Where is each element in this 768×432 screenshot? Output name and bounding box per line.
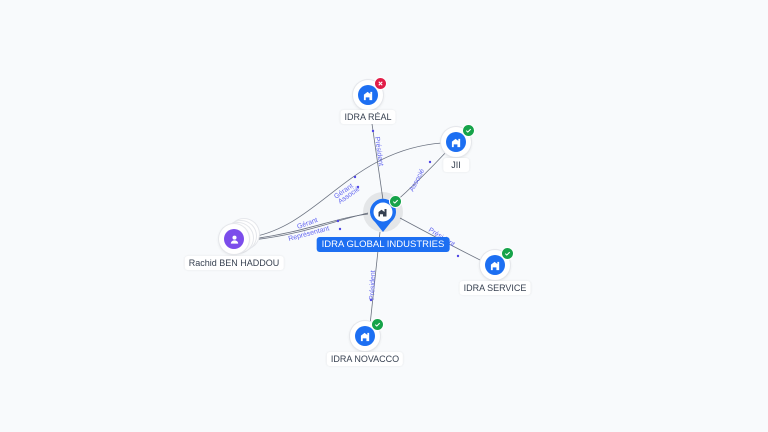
node-jii[interactable] (441, 124, 475, 157)
node-idra-novacco[interactable] (350, 318, 384, 351)
node-label-jii[interactable]: JII (443, 158, 469, 172)
node-circle[interactable] (480, 247, 514, 280)
building-icon (363, 91, 372, 100)
edge-center-idra-real (369, 109, 384, 201)
active-status-badge (501, 247, 514, 260)
check-icon (465, 128, 472, 133)
node-idra-real[interactable] (353, 77, 387, 110)
node-label-idra-novacco[interactable]: IDRA NOVACCO (326, 352, 404, 366)
person-icon (230, 235, 238, 244)
check-icon (392, 199, 399, 204)
node-label-idra-service[interactable]: IDRA SERVICE (459, 281, 531, 295)
edge-arrow (369, 298, 373, 302)
center-node-label[interactable]: IDRA GLOBAL INDUSTRIES (316, 237, 450, 252)
edge-arrow (356, 185, 360, 189)
building-icon (451, 138, 460, 147)
node-circle[interactable] (441, 124, 475, 157)
edge-arrow (371, 129, 375, 133)
node-label-rachid[interactable]: Rachid BEN HADDOU (184, 256, 284, 270)
node-label-idra-real[interactable]: IDRA RÉAL (340, 110, 396, 124)
node-circle[interactable] (353, 77, 387, 110)
building-icon (378, 209, 387, 217)
edge-label-idra-novacco: Président (369, 270, 377, 300)
active-status-badge (389, 195, 402, 208)
building-icon (490, 261, 499, 270)
building-icon (360, 332, 369, 341)
active-status-badge (371, 318, 384, 331)
map-pin-shape (370, 198, 396, 232)
check-icon (504, 251, 511, 256)
node-rachid[interactable] (219, 219, 259, 254)
check-icon (374, 322, 381, 327)
edge-label-idra-real: Président (373, 136, 384, 166)
node-idra-service[interactable] (480, 247, 514, 280)
edge-arrow (353, 175, 357, 179)
node-circle[interactable] (219, 224, 249, 254)
center-node[interactable] (367, 195, 402, 234)
close-icon (378, 81, 383, 86)
edge-label-jii: Associé (409, 168, 427, 193)
active-status-badge (462, 124, 475, 137)
edge-arrow (336, 219, 340, 223)
node-circle[interactable] (350, 318, 384, 351)
edge-arrow (338, 227, 342, 231)
edge-rachid-center-2 (251, 213, 369, 240)
edge-rachid-jii (251, 142, 443, 238)
closed-status-badge (374, 77, 387, 90)
edge-arrow (428, 160, 432, 164)
edge-arrow (456, 254, 460, 258)
